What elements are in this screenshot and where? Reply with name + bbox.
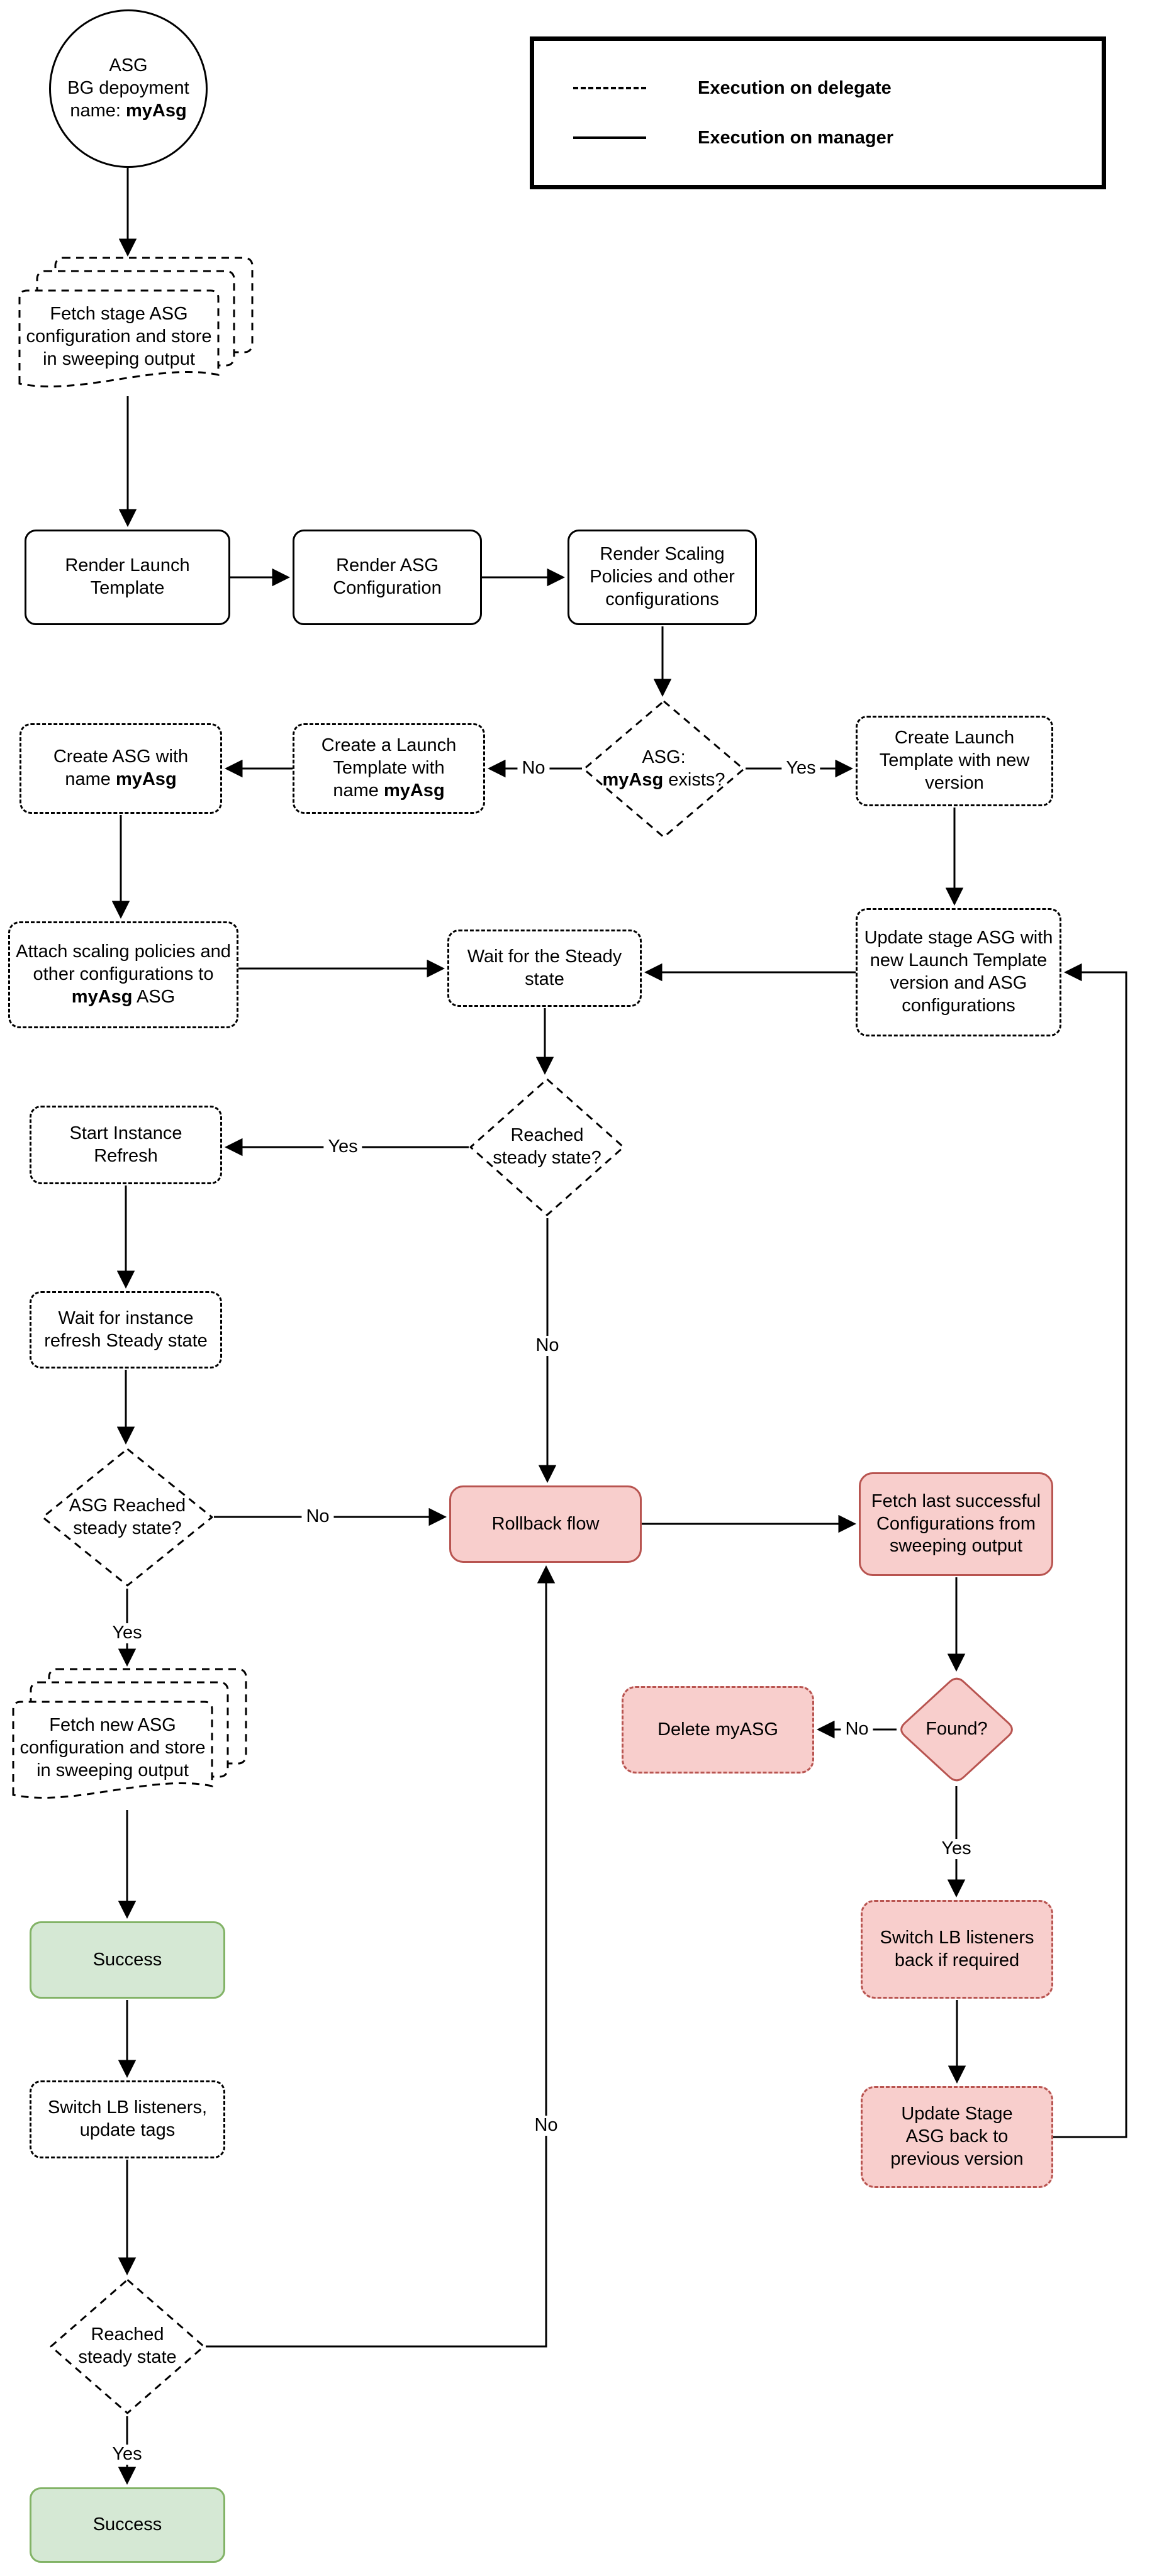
legend-item-delegate: Execution on delegate bbox=[573, 78, 1102, 99]
node-found-diamond-shape bbox=[900, 1677, 1013, 1782]
node-update-stage-asg: Update stage ASG with new Launch Templat… bbox=[856, 908, 1061, 1036]
edge-label-yes-final: Yes bbox=[108, 2444, 147, 2465]
node-success-final: Success bbox=[30, 2487, 225, 2563]
legend: Execution on delegate Execution on manag… bbox=[530, 36, 1106, 189]
edge-label-no-asg-reached: No bbox=[301, 1506, 334, 1527]
legend-manager-label: Execution on manager bbox=[698, 127, 894, 148]
node-create-asg: Create ASG with name myAsg bbox=[20, 723, 222, 814]
node-attach-scaling-policies: Attach scaling policies and other config… bbox=[8, 921, 238, 1028]
node-asg-reached-question: ASG Reached steady state? bbox=[69, 1495, 186, 1538]
edge-label-yes-asg-reached: Yes bbox=[108, 1623, 147, 1643]
edge-label-no-final: No bbox=[530, 2115, 562, 2136]
node-asg-reached-diamond-shape bbox=[42, 1448, 213, 1587]
node-switch-lb-back: Switch LB listeners back if required bbox=[861, 1900, 1053, 1999]
legend-delegate-label: Execution on delegate bbox=[698, 77, 892, 98]
node-update-stage-back: Update Stage ASG back to previous versio… bbox=[861, 2086, 1053, 2188]
node-final-reached-question: Reached steady state bbox=[78, 2324, 177, 2367]
node-asg-exists-question: ASG: myAsg exists? bbox=[602, 747, 725, 790]
node-reached-steady-question: Reached steady state? bbox=[493, 1125, 601, 1168]
edge-label-yes-asg-exists: Yes bbox=[781, 758, 820, 779]
edge-label-yes-reached-steady: Yes bbox=[323, 1136, 362, 1157]
node-fetch-new-config: Fetch new ASG configuration and store in… bbox=[20, 1715, 206, 1780]
node-found-question: Found? bbox=[926, 1719, 988, 1740]
edge-label-yes-found: Yes bbox=[937, 1838, 976, 1859]
node-fetch-new-doc-shape bbox=[12, 1668, 247, 1799]
node-render-scaling-policies: Render Scaling Policies and other config… bbox=[568, 530, 757, 625]
node-fetch-stage-doc-shape bbox=[18, 257, 254, 388]
edge-update-back-loop-to-update-stage bbox=[1053, 963, 1127, 2138]
node-rollback-flow: Rollback flow bbox=[449, 1485, 642, 1563]
node-final-reached-diamond-shape bbox=[50, 2279, 205, 2414]
edge-label-no-asg-exists: No bbox=[517, 758, 550, 779]
node-success-mid: Success bbox=[30, 1921, 225, 1999]
legend-solid-line-icon bbox=[573, 136, 646, 139]
node-asg-exists-diamond-shape bbox=[583, 700, 745, 838]
edge-label-no-reached-steady: No bbox=[531, 1335, 564, 1356]
node-start-instance-refresh: Start Instance Refresh bbox=[30, 1106, 222, 1184]
node-start-circle: ASG BG depoyment name: myAsg bbox=[49, 9, 208, 168]
legend-dashed-line-icon bbox=[573, 87, 646, 89]
node-create-launch-template-named: Create a Launch Template with name myAsg bbox=[293, 723, 485, 814]
node-fetch-stage-config: Fetch stage ASG configuration and store … bbox=[26, 304, 212, 369]
node-wait-steady-state: Wait for the Steady state bbox=[447, 930, 642, 1007]
start-line3: name: myAsg bbox=[70, 100, 187, 121]
node-delete-myasg: Delete myASG bbox=[622, 1686, 814, 1774]
legend-item-manager: Execution on manager bbox=[573, 128, 1102, 148]
node-switch-lb-update-tags: Switch LB listeners, update tags bbox=[30, 2080, 225, 2158]
node-reached-steady-diamond-shape bbox=[469, 1078, 625, 1216]
start-line2: BG depoyment bbox=[67, 78, 189, 99]
node-create-launch-template-new-version: Create Launch Template with new version bbox=[856, 716, 1053, 806]
node-render-asg-configuration: Render ASG Configuration bbox=[293, 530, 482, 625]
edge-final-no-to-rollback bbox=[206, 1565, 556, 2348]
node-render-launch-template: Render Launch Template bbox=[25, 530, 230, 625]
start-line1: ASG bbox=[109, 55, 148, 76]
edge-label-no-found: No bbox=[841, 1719, 873, 1740]
node-fetch-last-configurations: Fetch last successful Configurations fro… bbox=[859, 1472, 1053, 1576]
node-wait-instance-refresh: Wait for instance refresh Steady state bbox=[30, 1291, 222, 1368]
